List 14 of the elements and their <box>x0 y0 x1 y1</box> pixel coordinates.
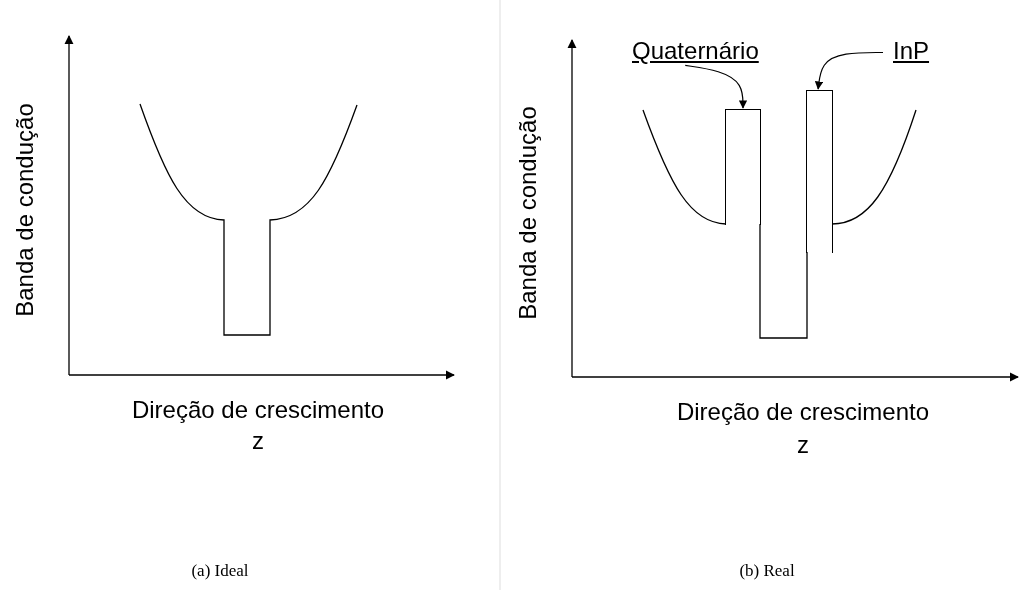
figure-caption: (b) Real <box>739 561 795 579</box>
axis-variable: z <box>252 429 264 453</box>
callout-label: Quaternário <box>632 38 759 65</box>
axis-title: Banda de condução <box>13 103 37 317</box>
leader-arrow <box>684 64 748 109</box>
axis-title: Direção de crescimento <box>676 400 930 424</box>
axis-variable: z <box>797 433 809 457</box>
axis-title: Banda de condução <box>516 106 540 320</box>
barrier-bar <box>725 109 761 225</box>
barrier-bar <box>806 90 833 253</box>
axis-title: Direção de crescimento <box>131 398 385 422</box>
leader-arrow <box>814 51 884 90</box>
figure-caption: (a) Ideal <box>191 561 249 579</box>
callout-label: InP <box>893 38 930 65</box>
